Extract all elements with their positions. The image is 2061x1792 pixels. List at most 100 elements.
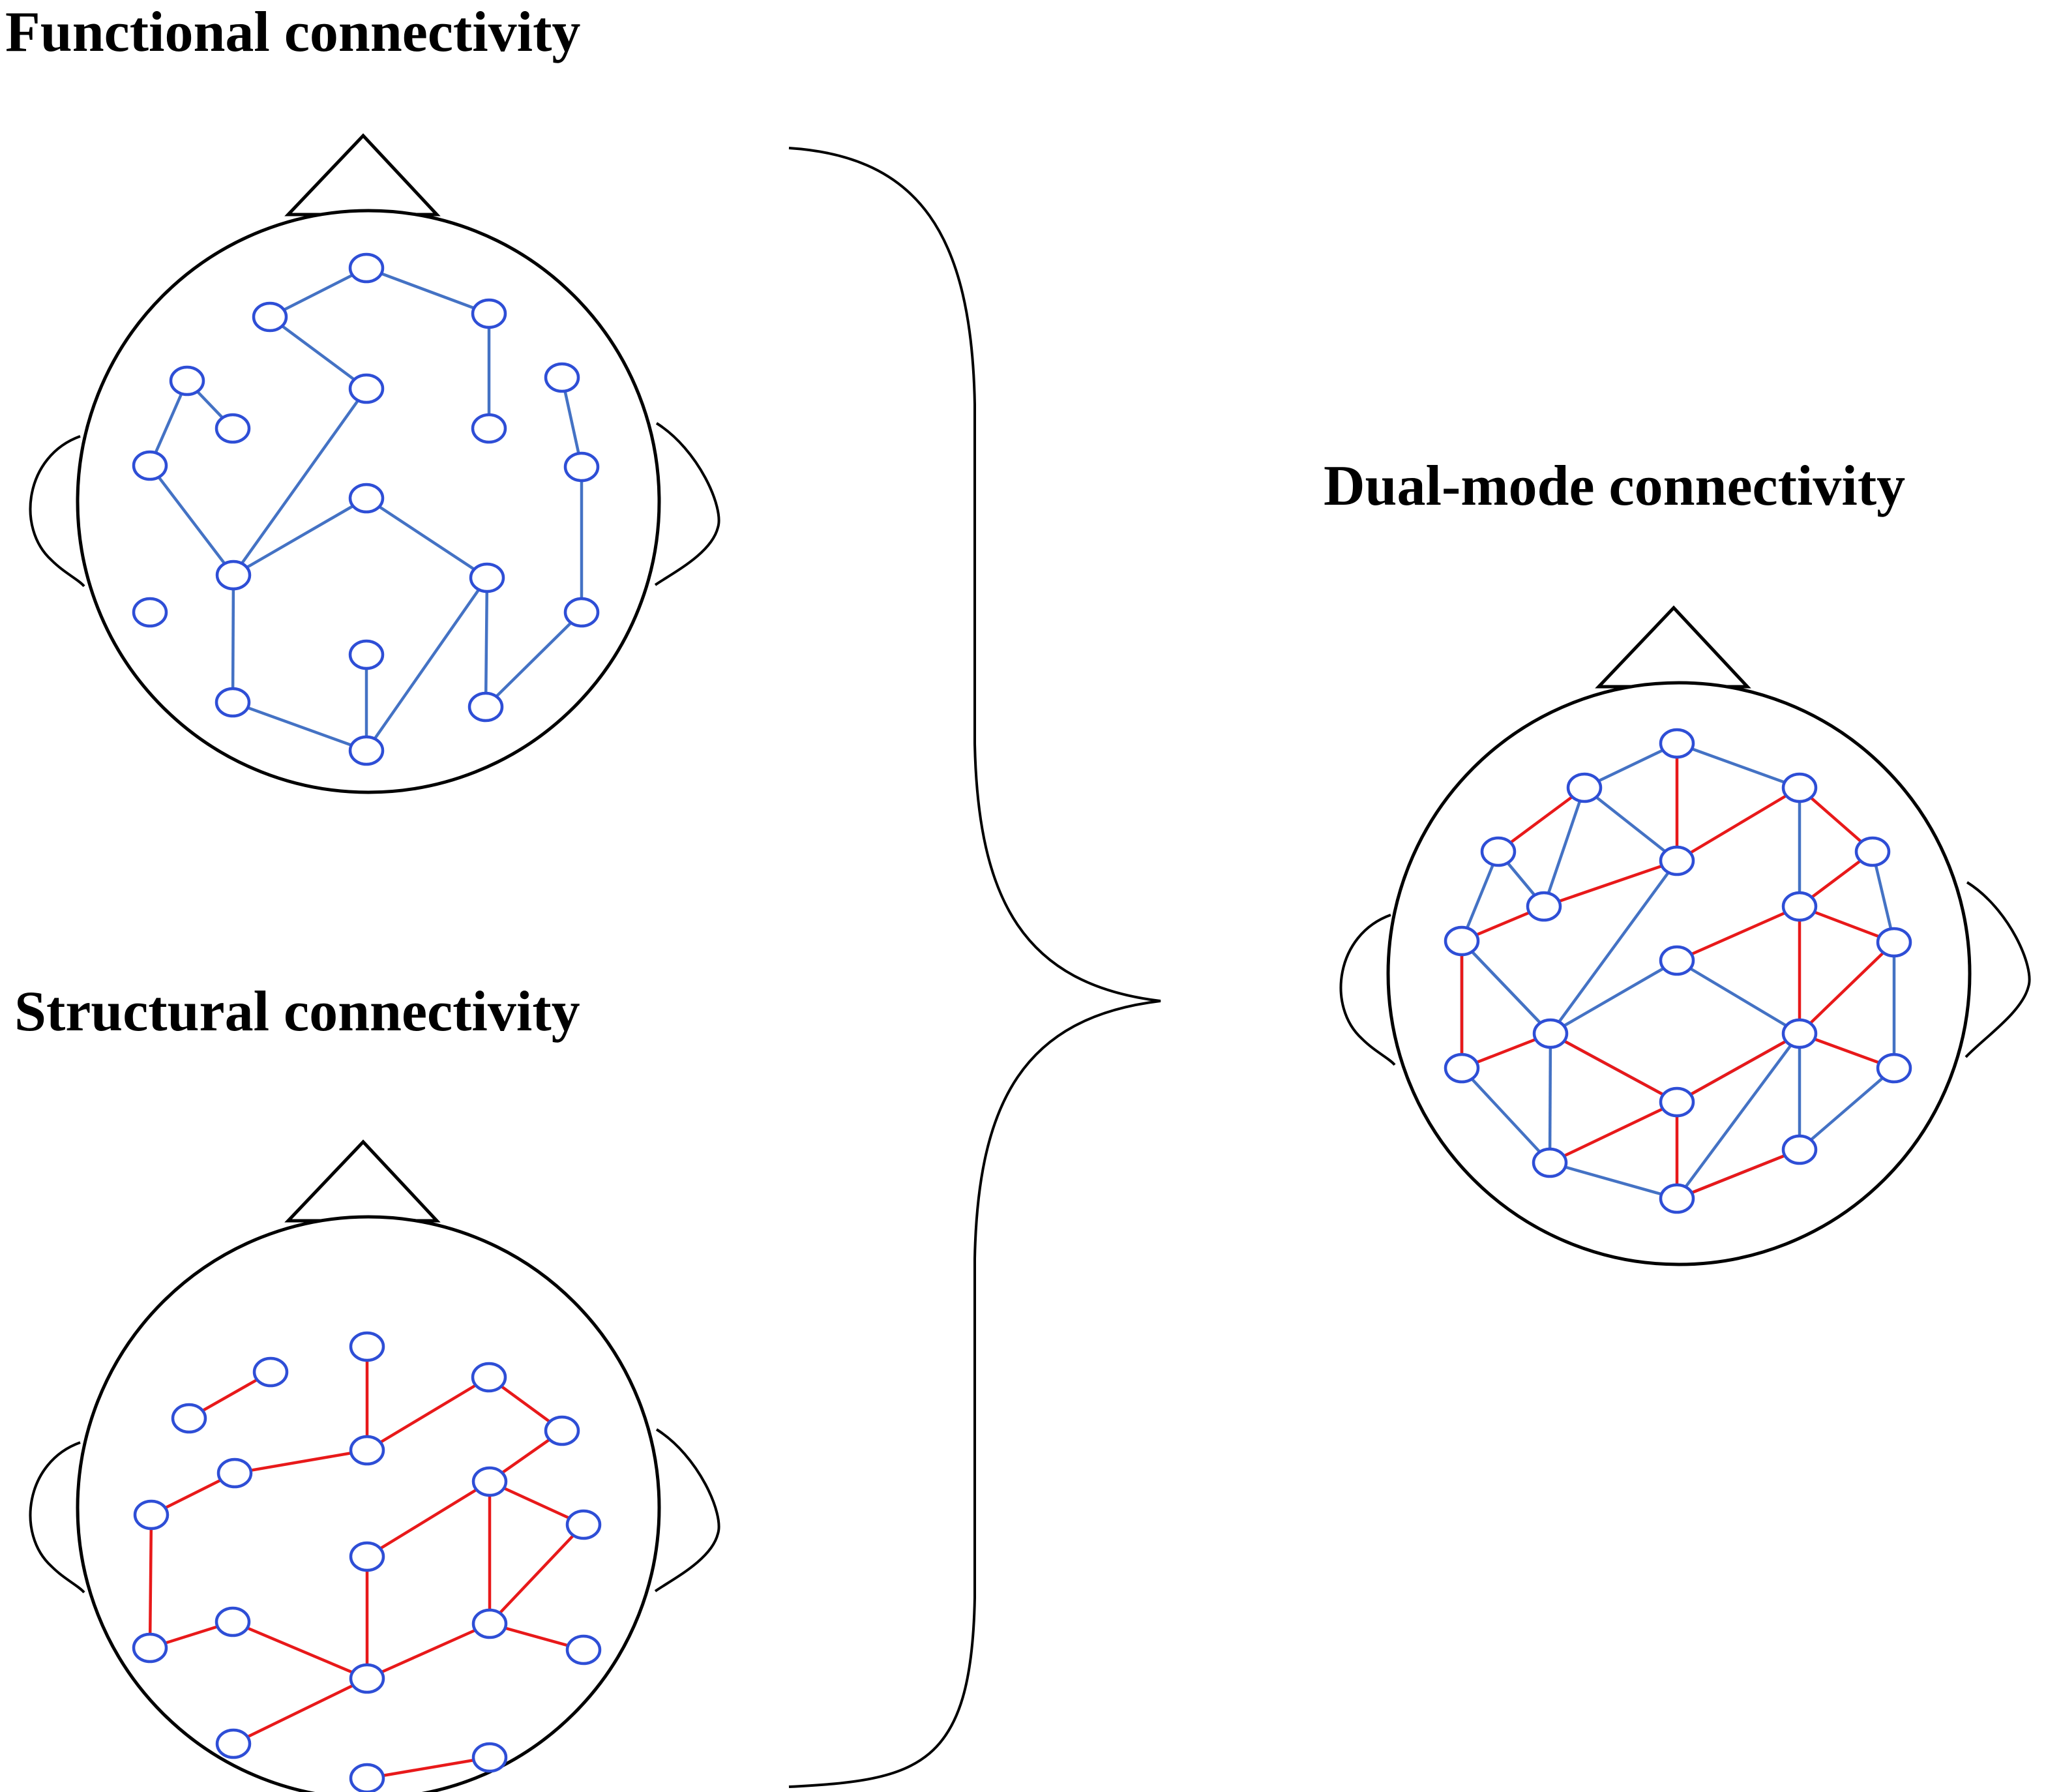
functional-edge	[484, 611, 583, 708]
structural-edge	[1543, 859, 1678, 908]
electrode-node	[349, 1331, 385, 1362]
functional-edge	[366, 266, 490, 316]
electrode-node	[1876, 927, 1912, 958]
functional-edge	[1460, 1067, 1551, 1164]
functional-edge	[1583, 786, 1678, 862]
electrode-node	[1526, 891, 1562, 922]
functional-connectivity-title: Functional connectivity	[5, 1, 581, 64]
electrode-node	[252, 1356, 289, 1388]
electrode-node	[133, 1499, 170, 1531]
electrode-node	[544, 1415, 580, 1446]
electrode-node	[1659, 945, 1695, 976]
structural-edge	[148, 1514, 153, 1649]
electrode-node	[1781, 1018, 1818, 1049]
electrode-node	[349, 1663, 385, 1694]
electrode-node	[563, 597, 600, 628]
structural-edge	[366, 1480, 491, 1558]
electrode-node	[215, 413, 251, 444]
dual-mode-head	[1339, 605, 2031, 1266]
right-ear-outline	[654, 1428, 720, 1592]
electrode-node	[215, 1728, 252, 1759]
electrode-node	[132, 1632, 168, 1664]
structural-edge	[366, 1376, 490, 1452]
structural-edge	[232, 1620, 368, 1680]
nose-triangle	[1595, 605, 1751, 689]
electrode-node	[471, 413, 507, 444]
electrode-node	[1480, 836, 1517, 867]
functional-edge	[1460, 851, 1500, 942]
nose-triangle	[284, 1139, 441, 1223]
functional-edge	[1549, 1161, 1678, 1201]
functional-head	[29, 133, 720, 794]
electrode-node	[1854, 836, 1891, 867]
electrode-node	[471, 1742, 508, 1773]
electrode-node	[1532, 1018, 1569, 1049]
electrode-node	[1781, 1134, 1818, 1165]
electrode-node	[467, 691, 504, 723]
functional-edge	[1549, 959, 1678, 1035]
electrode-node	[1781, 772, 1818, 803]
structural-edge	[488, 1523, 585, 1625]
structural-edge	[233, 1677, 368, 1746]
functional-edge	[1798, 1067, 1895, 1151]
electrode-node	[348, 483, 385, 514]
electrode-node	[132, 597, 168, 628]
structural-edge	[1676, 1032, 1801, 1103]
functional-edge	[1460, 940, 1552, 1035]
structural-edge	[1798, 941, 1895, 1035]
electrode-node	[132, 450, 168, 481]
functional-edge	[1676, 959, 1801, 1035]
structural-connectivity-title: Structural connectivity	[14, 980, 580, 1043]
structural-edge	[366, 1755, 490, 1780]
structural-edge	[1549, 1032, 1678, 1103]
left-ear-outline	[1339, 914, 1396, 1066]
functional-edge	[269, 316, 368, 390]
right-ear-outline	[1965, 881, 2031, 1058]
functional-edge	[232, 497, 368, 576]
electrode-node	[565, 1634, 602, 1665]
electrode-node	[471, 298, 507, 329]
electrode-node	[471, 1466, 508, 1497]
functional-edge	[232, 700, 367, 753]
electrode-node	[1532, 1147, 1568, 1178]
structural-edge	[1676, 904, 1800, 963]
electrode-node	[171, 1403, 207, 1434]
left-ear-outline	[29, 1441, 85, 1594]
electrode-node	[565, 1509, 602, 1540]
electrode-node	[348, 735, 385, 766]
electrode-node	[544, 362, 580, 393]
electrode-node	[216, 1457, 253, 1489]
electrode-node	[1659, 728, 1695, 759]
electrode-node	[348, 252, 385, 284]
electrode-node	[471, 1608, 508, 1639]
electrode-node	[215, 687, 251, 718]
merge-brace	[788, 147, 1161, 1788]
structural-edge	[366, 1622, 490, 1680]
electrode-node	[1659, 1086, 1695, 1118]
electrode-node	[349, 1435, 385, 1466]
electrode-node	[349, 1541, 385, 1572]
functional-edge	[365, 576, 488, 752]
structural-edge	[234, 1448, 368, 1475]
head-outline	[76, 1215, 661, 1792]
electrode-node	[1781, 891, 1818, 922]
electrode-node	[169, 365, 205, 396]
functional-edge	[484, 577, 489, 708]
nose-triangle	[284, 133, 441, 217]
electrode-node	[348, 373, 385, 404]
electrode-node	[563, 451, 600, 483]
electrode-node	[1659, 1183, 1695, 1214]
structural-edge	[1549, 1100, 1678, 1165]
functional-edge	[1676, 741, 1800, 790]
functional-edge	[1871, 851, 1896, 943]
functional-edge	[232, 387, 368, 576]
dual-mode-connectivity-title: Dual-mode connectivity	[1324, 455, 1906, 518]
electrode-node	[1659, 845, 1695, 876]
electrode-node	[215, 560, 252, 591]
functional-edge	[1676, 1032, 1801, 1200]
structural-edge	[1497, 786, 1586, 853]
functional-edge	[365, 497, 488, 579]
structural-edge	[1676, 1148, 1800, 1201]
electrode-node	[215, 1606, 251, 1637]
